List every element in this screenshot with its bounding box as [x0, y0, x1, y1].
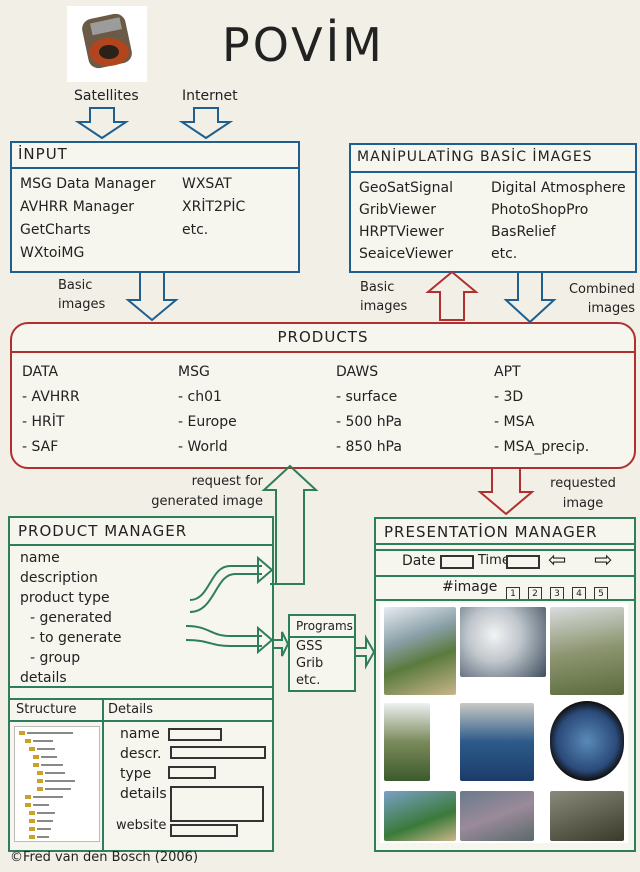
- products-col-data: DATA: [22, 364, 59, 380]
- manipulating-item: PhotoShopPro: [491, 202, 589, 218]
- source-internet: Internet: [182, 88, 238, 104]
- pm-line: generated: [39, 610, 112, 626]
- manipulating-item: Digital Atmosphere: [491, 180, 626, 196]
- product-item: Europe: [187, 414, 237, 430]
- details-label: Details: [108, 702, 154, 717]
- product-item: MSA_precip.: [503, 439, 590, 455]
- detail-field-label: type: [120, 766, 152, 782]
- source-satellites: Satellites: [74, 88, 139, 104]
- detail-field-label: name: [120, 726, 160, 742]
- satellite-thumbnail[interactable]: [384, 703, 430, 781]
- satellite-thumbnail[interactable]: [550, 607, 624, 695]
- products-col-msg: MSG: [178, 364, 210, 380]
- manipulating-item: GribViewer: [359, 202, 436, 218]
- details-field[interactable]: [170, 786, 264, 822]
- product-manager-box: PRODUCT MANAGER name description product…: [8, 516, 274, 852]
- detail-field-label: descr.: [120, 746, 162, 762]
- manipulating-item: GeoSatSignal: [359, 180, 453, 196]
- pm-line: to generate: [39, 630, 122, 646]
- label-request-generated: request for generated image: [151, 474, 263, 509]
- manipulating-header: MANİPULATİNG BASİC İMAGES: [357, 149, 593, 165]
- structure-tree[interactable]: [14, 726, 100, 842]
- satellite-icon: [82, 13, 132, 69]
- satellite-thumbnail[interactable]: [460, 703, 534, 781]
- time-label: Time: [478, 553, 510, 568]
- structure-label: Structure: [16, 702, 77, 717]
- product-item: 3D: [503, 389, 524, 405]
- programs-box: Programs GSS Grib etc.: [288, 614, 356, 692]
- input-item: WXSAT: [182, 176, 232, 192]
- page-title: POVİM: [222, 18, 385, 72]
- pm-line: details: [20, 670, 67, 686]
- satellite-thumbnail[interactable]: [460, 791, 534, 841]
- pm-line: description: [20, 570, 98, 586]
- input-item: XRİT2PİC: [182, 199, 246, 215]
- name-field[interactable]: [168, 728, 222, 741]
- products-col-apt: APT: [494, 364, 521, 380]
- presentation-header: PRESENTATİON MANAGER: [384, 523, 598, 541]
- detail-field-label: website: [116, 818, 167, 833]
- manipulating-item: etc.: [491, 246, 518, 262]
- product-item: AVHRR: [31, 389, 80, 405]
- products-col-daws: DAWS: [336, 364, 379, 380]
- product-item: 850 hPa: [345, 439, 402, 455]
- arrow-left-icon[interactable]: ⇦: [548, 548, 567, 573]
- satellite-thumbnail[interactable]: [550, 701, 624, 781]
- satellite-image: [67, 6, 147, 82]
- image-gallery: [380, 603, 628, 843]
- input-item: etc.: [182, 222, 209, 238]
- manipulating-item: HRPTViewer: [359, 224, 444, 240]
- image-label: #image: [442, 579, 498, 595]
- date-label: Date: [402, 553, 436, 569]
- descr-field[interactable]: [170, 746, 266, 759]
- product-item: SAF: [31, 439, 59, 455]
- products-header: PRODUCTS: [277, 328, 369, 346]
- product-item: ch01: [187, 389, 222, 405]
- detail-field-label: details: [120, 786, 167, 802]
- arrow-right-icon[interactable]: ⇨: [594, 548, 613, 573]
- pm-line: name: [20, 550, 60, 566]
- satellite-thumbnail[interactable]: [384, 607, 456, 695]
- credit: ©Fred van den Bosch (2006): [10, 850, 199, 865]
- satellite-thumbnail[interactable]: [460, 607, 546, 677]
- satellite-thumbnail[interactable]: [384, 791, 456, 841]
- presentation-manager-box: PRESENTATİON MANAGER Date Time ⇦ ⇨ #imag…: [374, 517, 636, 852]
- time-field[interactable]: [506, 555, 540, 569]
- product-item: HRİT: [31, 414, 65, 430]
- input-header: İNPUT: [18, 145, 68, 163]
- product-item: surface: [345, 389, 398, 405]
- product-manager-header: PRODUCT MANAGER: [18, 522, 188, 540]
- satellite-thumbnail[interactable]: [550, 791, 624, 841]
- manipulating-item: SeaiceViewer: [359, 246, 453, 262]
- products-box: PRODUCTS DATA - AVHRR - HRİT - SAF MSG -…: [10, 322, 636, 469]
- label-basic-images-right: Basic images: [360, 280, 408, 314]
- input-item: WXtoiMG: [20, 245, 85, 261]
- input-item: AVHRR Manager: [20, 199, 135, 215]
- program-item: etc.: [296, 673, 321, 688]
- product-item: World: [187, 439, 228, 455]
- input-box: İNPUT MSG Data Manager AVHRR Manager Get…: [10, 141, 300, 273]
- pm-line: product type: [20, 590, 110, 606]
- program-item: Grib: [296, 656, 324, 671]
- label-combined-images: Combined images: [568, 282, 635, 316]
- label-basic-images-left: Basic images: [58, 278, 106, 312]
- input-item: MSG Data Manager: [20, 176, 156, 192]
- product-item: MSA: [503, 414, 535, 430]
- manipulating-box: MANİPULATİNG BASİC İMAGES GeoSatSignal G…: [349, 143, 637, 273]
- manipulating-item: BasRelief: [491, 224, 556, 240]
- input-item: GetCharts: [20, 222, 91, 238]
- programs-header: Programs: [296, 619, 353, 633]
- product-item: 500 hPa: [345, 414, 402, 430]
- type-field[interactable]: [168, 766, 216, 779]
- label-requested-image: requested image: [550, 476, 616, 511]
- pm-line: group: [39, 650, 81, 666]
- program-item: GSS: [296, 639, 323, 654]
- website-field[interactable]: [170, 824, 238, 837]
- date-field[interactable]: [440, 555, 474, 569]
